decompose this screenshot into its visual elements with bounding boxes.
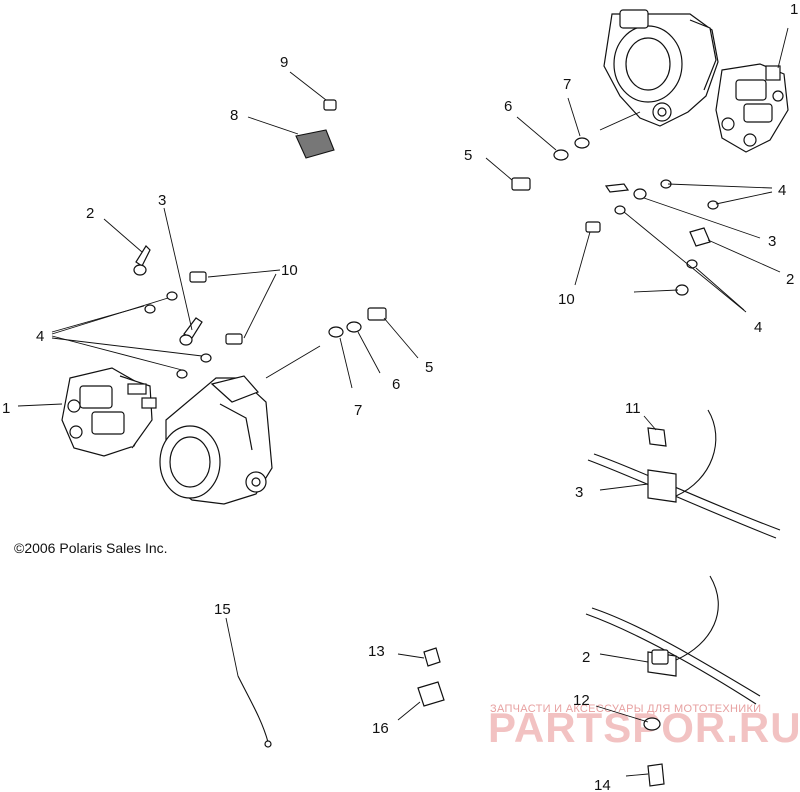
callout-2-right: 2 bbox=[786, 271, 794, 288]
callout-1-left: 1 bbox=[2, 400, 10, 417]
hardware-right-group bbox=[511, 137, 719, 296]
callout-2-left: 2 bbox=[86, 205, 94, 222]
callout-3-right: 3 bbox=[768, 233, 776, 250]
callout-13: 13 bbox=[368, 643, 385, 660]
callout-12: 12 bbox=[573, 692, 590, 709]
cable-clip-assembly-2 bbox=[585, 575, 761, 705]
hardware-bottom bbox=[237, 647, 665, 787]
callout-3-left: 3 bbox=[158, 192, 166, 209]
housing-top-right bbox=[603, 9, 719, 127]
leader-lines bbox=[17, 27, 789, 777]
callout-9: 9 bbox=[280, 54, 288, 71]
callout-4-mid: 4 bbox=[754, 319, 762, 336]
callout-1-top: 1 bbox=[790, 1, 798, 18]
callout-4-left: 4 bbox=[36, 328, 44, 345]
callout-15: 15 bbox=[214, 601, 231, 618]
callout-10-left: 10 bbox=[281, 262, 298, 279]
callout-7-mid: 7 bbox=[354, 402, 362, 419]
callout-11: 11 bbox=[625, 400, 641, 417]
callout-16: 16 bbox=[372, 720, 389, 737]
hardware-left-group bbox=[133, 245, 387, 379]
watermark-tagline: ЗАПЧАСТИ И АКСЕССУАРЫ ДЛЯ МОТОТЕХНИКИ bbox=[490, 703, 761, 715]
housing-left bbox=[159, 375, 273, 505]
cable-clip-assembly-3 bbox=[587, 409, 781, 539]
callout-5-right: 5 bbox=[425, 359, 433, 376]
pump-assembly-left bbox=[61, 367, 157, 457]
callout-8: 8 bbox=[230, 107, 238, 124]
callout-7-top: 7 bbox=[563, 76, 571, 93]
callout-14: 14 bbox=[594, 777, 611, 792]
callout-6-mid: 6 bbox=[392, 376, 400, 393]
copyright-text: ©2006 Polaris Sales Inc. bbox=[14, 540, 168, 556]
callout-3-lower: 3 bbox=[575, 484, 583, 501]
callout-5-left: 5 bbox=[464, 147, 472, 164]
callout-6-top: 6 bbox=[504, 98, 512, 115]
watermark-brand: PARTSPOR.RU bbox=[488, 704, 800, 751]
callout-10-right: 10 bbox=[558, 291, 575, 308]
hardware-top-center bbox=[295, 99, 337, 159]
callout-2-lower: 2 bbox=[582, 649, 590, 666]
pump-assembly-top-right bbox=[715, 63, 789, 153]
callout-4-top: 4 bbox=[778, 182, 786, 199]
